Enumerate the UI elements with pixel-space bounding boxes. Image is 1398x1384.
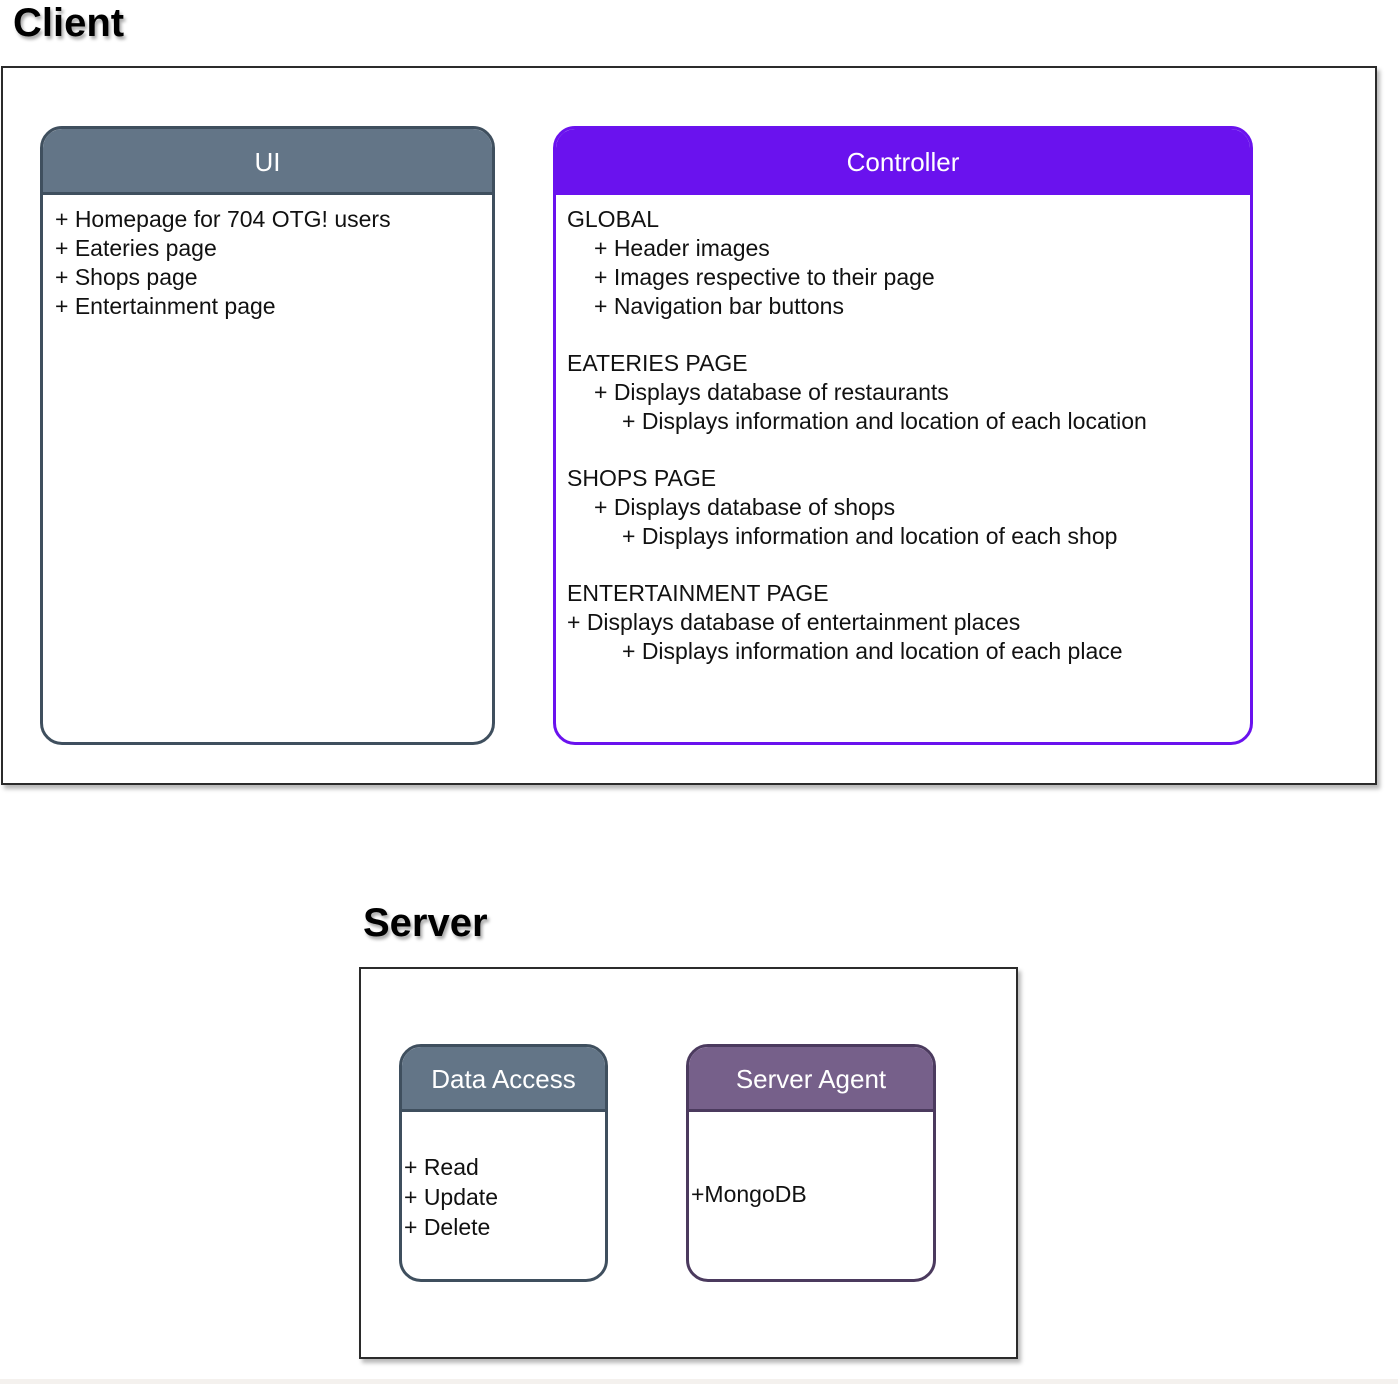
section-gap (567, 551, 1250, 579)
data-access-card-header: Data Access (402, 1047, 605, 1112)
data-access-card-body: + Read + Update + Delete (402, 1112, 605, 1279)
controller-entertainment-item: + Displays database of entertainment pla… (567, 609, 1021, 635)
section-gap (567, 436, 1250, 464)
bottom-strip (0, 1379, 1398, 1384)
controller-global-item: + Images respective to their page (594, 264, 935, 290)
data-access-card: Data Access + Read + Update + Delete (399, 1044, 608, 1282)
data-access-item-update: + Update (404, 1184, 498, 1210)
controller-shops-heading: SHOPS PAGE (567, 465, 717, 491)
controller-card-header: Controller (556, 129, 1250, 195)
server-agent-card-header: Server Agent (689, 1047, 933, 1112)
data-access-item-delete: + Delete (404, 1214, 491, 1240)
controller-shops-subitem: + Displays information and location of e… (622, 523, 1118, 549)
controller-global-heading: GLOBAL (567, 206, 660, 232)
ui-item-shops: + Shops page (55, 264, 198, 290)
controller-eateries-item: + Displays database of restaurants (594, 379, 949, 405)
controller-eateries-heading: EATERIES PAGE (567, 350, 748, 376)
data-access-item-read: + Read (404, 1154, 479, 1180)
client-title: Client (13, 1, 125, 45)
controller-entertainment-subitem: + Displays information and location of e… (622, 638, 1123, 664)
controller-entertainment-heading: ENTERTAINMENT PAGE (567, 580, 829, 606)
controller-card: Controller GLOBAL + Header images + Imag… (553, 126, 1253, 745)
section-gap (567, 321, 1250, 349)
controller-eateries-subitem: + Displays information and location of e… (622, 408, 1147, 434)
ui-card-header: UI (43, 129, 492, 195)
server-agent-item-mongodb: +MongoDB (691, 1181, 807, 1207)
ui-item-eateries: + Eateries page (55, 235, 217, 261)
ui-item-homepage: + Homepage for 704 OTG! users (55, 206, 391, 232)
ui-card-body: + Homepage for 704 OTG! users + Eateries… (43, 195, 492, 742)
controller-card-body: GLOBAL + Header images + Images respecti… (556, 195, 1250, 742)
controller-global-item: + Header images (594, 235, 770, 261)
server-agent-card: Server Agent +MongoDB (686, 1044, 936, 1282)
server-title: Server (363, 901, 488, 945)
controller-shops-item: + Displays database of shops (594, 494, 896, 520)
controller-global-item: + Navigation bar buttons (594, 293, 844, 319)
ui-card: UI + Homepage for 704 OTG! users + Eater… (40, 126, 495, 745)
server-agent-card-body: +MongoDB (689, 1112, 933, 1279)
ui-item-entertainment: + Entertainment page (55, 293, 276, 319)
